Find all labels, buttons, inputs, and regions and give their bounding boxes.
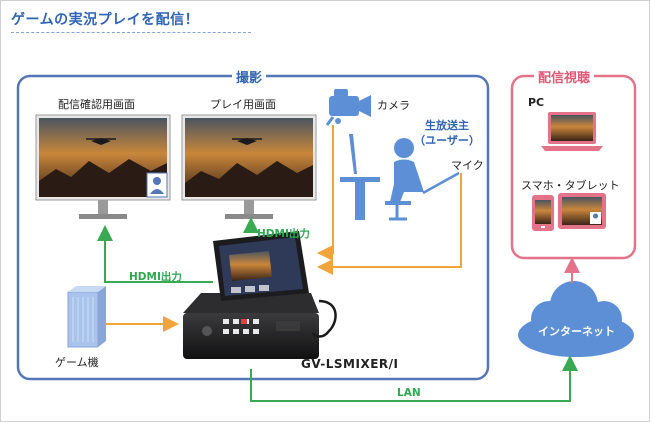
camera-arrow [317,125,334,261]
lan-label: LAN [397,387,421,399]
monitor-icon [35,114,171,219]
cloud-icon [518,281,634,357]
title-underline [11,32,251,33]
lan-arrow [250,355,578,402]
hdmi-arrow-to-confirm [97,225,213,283]
streamer-label-line1: 生放送主 [425,119,469,132]
hdmi-output-label-upper: HDMI出力 [257,228,310,240]
game-console-label: ゲーム機 [55,356,99,369]
mixer-device-icon [183,231,337,359]
internet-label: インターネット [538,325,615,338]
monitor-icon [181,114,317,219]
pc-label: PC [528,96,545,109]
mic-label: マイク [451,159,484,172]
smartphone-icon [532,195,554,231]
section-label-shooting: 撮影 [232,67,267,86]
monitor-play-label: プレイ用画面 [210,98,276,111]
camera-label: カメラ [377,99,410,112]
streamer-label-line2: （ユーザー） [414,134,480,147]
camera-icon [325,89,371,126]
person-at-desk-icon [340,134,424,221]
smartphone-tablet-label: スマホ・タブレット [521,179,620,192]
page-title: ゲームの実況プレイを配信！ [11,12,200,28]
section-label-viewing: 配信視聴 [534,67,595,86]
game-console-icon [67,286,106,348]
laptop-icon [541,112,603,151]
device-model-label: GV-LSMIXER/I [301,357,399,371]
tablet-icon [558,193,606,229]
hdmi-output-label-left: HDMI出力 [129,271,182,283]
microphone-icon [422,171,460,195]
streamer-label: 生放送主 （ユーザー） [411,118,483,148]
mic-arrow [317,173,462,275]
monitor-confirm-label: 配信確認用画面 [58,98,135,111]
